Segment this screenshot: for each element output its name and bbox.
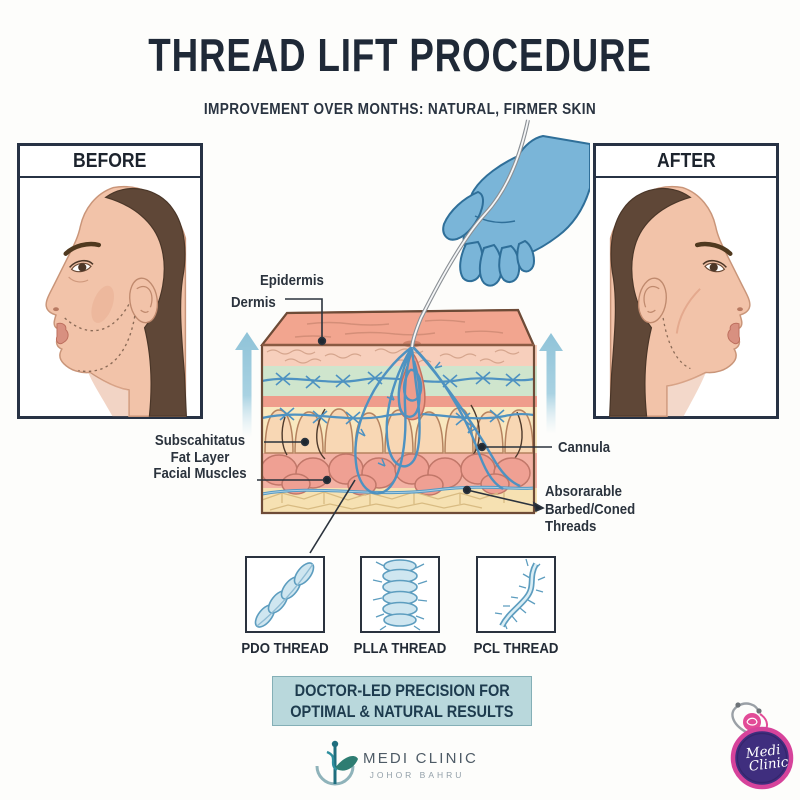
up-arrow-icon bbox=[235, 332, 563, 438]
sagging-guide-lines bbox=[64, 302, 136, 373]
pcl-thread-label: PCL THREAD bbox=[473, 640, 559, 657]
pcl-thread-box bbox=[476, 556, 556, 633]
epidermis-top-face bbox=[259, 308, 536, 348]
label-facial-muscles: Facial Muscles bbox=[153, 465, 247, 482]
label-dermis: Dermis bbox=[231, 294, 276, 311]
cannula-thread bbox=[410, 119, 530, 348]
after-heading: AFTER bbox=[596, 146, 776, 178]
page-subtitle: IMPROVEMENT OVER MONTHS: NATURAL, FIRMER… bbox=[203, 101, 597, 118]
skin-cross-section bbox=[235, 119, 590, 515]
clinic-name: MEDI CLINIC bbox=[363, 750, 479, 767]
lifted-guide-line bbox=[662, 317, 691, 370]
after-panel: AFTER bbox=[593, 143, 779, 419]
pdo-thread-label: PDO THREAD bbox=[241, 640, 329, 657]
before-panel: BEFORE bbox=[17, 143, 203, 419]
label-fat-layer: Subscahitatus Fat Layer Facial Muscles bbox=[138, 432, 262, 483]
gloved-hand-icon bbox=[442, 134, 590, 287]
page-title: THREAD LIFT PROCEDURE bbox=[148, 29, 652, 81]
clinic-location: JOHOR BAHRU bbox=[369, 770, 465, 780]
caduceus-icon bbox=[315, 740, 358, 786]
badge-text: Medi Clinic bbox=[744, 741, 790, 775]
clinic-badge bbox=[730, 702, 794, 790]
thread-loops bbox=[354, 346, 521, 495]
before-heading: BEFORE bbox=[20, 146, 200, 178]
plla-thread-icon bbox=[372, 559, 428, 631]
label-cannula: Cannula bbox=[558, 439, 611, 456]
before-face-illustration bbox=[20, 178, 200, 418]
pdo-thread-box bbox=[245, 556, 325, 633]
tagline-banner: DOCTOR-LED PRECISION FOR OPTIMAL & NATUR… bbox=[272, 676, 532, 726]
label-absorbable-threads: Absorarable Barbed/Coned Threads bbox=[545, 483, 636, 535]
after-face-illustration bbox=[596, 178, 776, 418]
anchor-thread bbox=[261, 485, 535, 496]
barbed-thread-lower bbox=[261, 407, 535, 426]
label-epidermis: Epidermis bbox=[260, 272, 324, 289]
plla-thread-label: PLLA THREAD bbox=[353, 640, 447, 657]
pdo-thread-icon bbox=[254, 562, 315, 628]
pcl-thread-icon bbox=[494, 558, 546, 630]
plla-thread-box bbox=[360, 556, 440, 633]
